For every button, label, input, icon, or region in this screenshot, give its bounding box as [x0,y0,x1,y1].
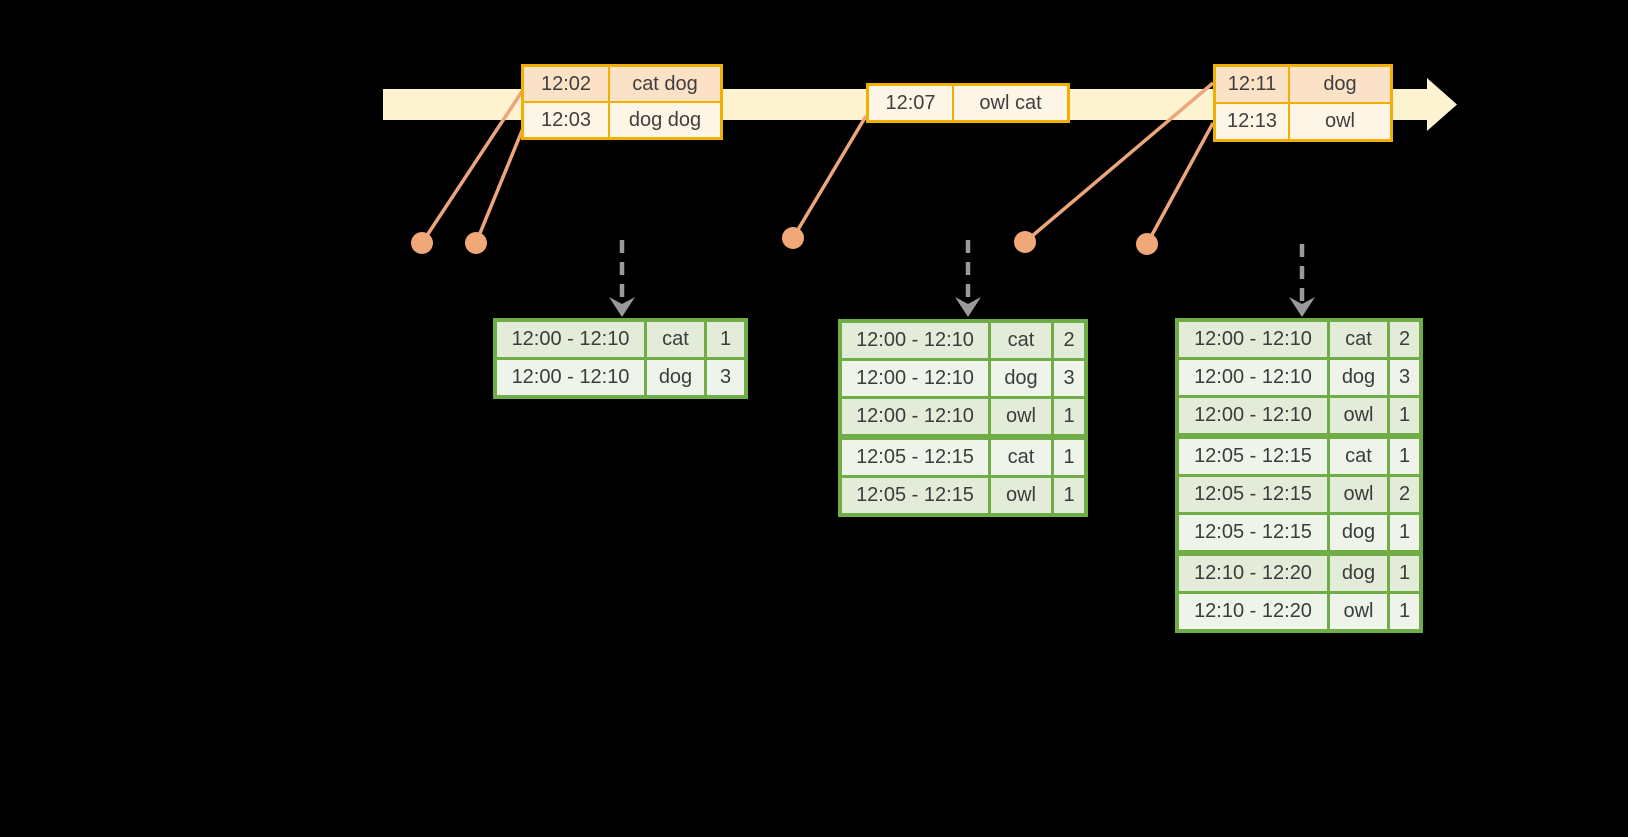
word-cell: owl [991,478,1051,513]
word-cell: owl [1330,594,1387,629]
result-table-3: 12:00 - 12:10 cat 2 12:00 - 12:10 dog 3 … [1175,318,1423,633]
word-cell: owl [1330,398,1387,433]
event-words-cell: owl cat [954,86,1067,120]
arrow-down-icon [1289,297,1315,317]
word-cell: cat [1330,439,1387,474]
event-connector-lines [420,81,1215,245]
event-dots [411,227,1158,255]
count-cell: 1 [1054,478,1084,513]
event-line [1023,81,1215,244]
event-line [791,115,868,239]
result-table-1: 12:00 - 12:10 cat 1 12:00 - 12:10 dog 3 [493,318,748,399]
event-line [1145,122,1215,245]
window-cell: 12:00 - 12:10 [1179,322,1327,357]
table-row: 12:05 - 12:15 owl 2 [1179,477,1419,512]
word-cell: dog [1330,556,1387,591]
count-cell: 1 [1054,440,1084,475]
window-cell: 12:05 - 12:15 [842,478,988,513]
count-cell: 1 [707,322,744,357]
word-cell: dog [647,360,704,395]
word-cell: dog [1330,360,1387,395]
word-cell: cat [1330,322,1387,357]
word-cell: cat [991,440,1051,475]
event-time-cell: 12:07 [869,86,952,120]
window-cell: 12:00 - 12:10 [497,322,644,357]
event-words-cell: dog dog [610,103,720,137]
result-table-2: 12:00 - 12:10 cat 2 12:00 - 12:10 dog 3 … [838,319,1088,517]
count-cell: 1 [1390,515,1419,550]
window-cell: 12:05 - 12:15 [1179,477,1327,512]
event-dot [411,232,433,254]
word-cell: cat [647,322,704,357]
count-cell: 2 [1390,322,1419,357]
event-words-cell: owl [1290,104,1390,139]
event-time-cell: 12:02 [524,67,608,101]
count-cell: 3 [707,360,744,395]
count-cell: 2 [1390,477,1419,512]
word-cell: dog [991,361,1051,396]
event-dot [465,232,487,254]
event-time-cell: 12:11 [1216,67,1288,102]
window-cell: 12:10 - 12:20 [1179,594,1327,629]
table-row: 12:10 - 12:20 dog 1 [1179,556,1419,591]
table-row: 12:05 - 12:15 dog 1 [1179,515,1419,550]
window-cell: 12:00 - 12:10 [1179,398,1327,433]
table-row: 12:05 - 12:15 owl 1 [842,478,1084,513]
table-row: 12:00 - 12:10 dog 3 [497,360,744,395]
table-row: 12:00 - 12:10 cat 2 [842,323,1084,358]
window-cell: 12:00 - 12:10 [842,399,988,434]
table-row: 12:05 - 12:15 cat 1 [842,440,1084,475]
event-table-1: 12:02 cat dog 12:03 dog dog [521,64,723,140]
arrow-down-icon [955,297,981,317]
flow-arrows [619,240,1305,301]
count-cell: 1 [1390,594,1419,629]
window-cell: 12:00 - 12:10 [1179,360,1327,395]
timeline-arrowhead-icon [1427,78,1457,131]
window-cell: 12:05 - 12:15 [1179,515,1327,550]
event-words-cell: dog [1290,67,1390,102]
table-row: 12:00 - 12:10 cat 1 [497,322,744,357]
word-cell: owl [991,399,1051,434]
table-row: 12:05 - 12:15 cat 1 [1179,439,1419,474]
event-line [420,89,525,244]
window-cell: 12:00 - 12:10 [842,361,988,396]
count-cell: 1 [1054,399,1084,434]
flow-arrowheads [609,297,1315,317]
count-cell: 2 [1054,323,1084,358]
window-cell: 12:05 - 12:15 [842,440,988,475]
event-dot [1014,231,1036,253]
word-cell: dog [1330,515,1387,550]
event-time-cell: 12:03 [524,103,608,137]
window-cell: 12:00 - 12:10 [842,323,988,358]
table-row: 12:10 - 12:20 owl 1 [1179,594,1419,629]
count-cell: 3 [1054,361,1084,396]
table-row: 12:00 - 12:10 owl 1 [1179,398,1419,433]
event-dot [1136,233,1158,255]
table-row: 12:00 - 12:10 owl 1 [842,399,1084,434]
arrow-down-icon [609,297,635,317]
event-words-cell: cat dog [610,67,720,101]
window-cell: 12:00 - 12:10 [497,360,644,395]
event-dot [782,227,804,249]
event-table-3: 12:11 dog 12:13 owl [1213,64,1393,142]
table-row: 12:00 - 12:10 dog 3 [1179,360,1419,395]
count-cell: 1 [1390,439,1419,474]
table-row: 12:00 - 12:10 dog 3 [842,361,1084,396]
word-cell: owl [1330,477,1387,512]
count-cell: 3 [1390,360,1419,395]
window-cell: 12:10 - 12:20 [1179,556,1327,591]
count-cell: 1 [1390,556,1419,591]
word-cell: cat [991,323,1051,358]
event-time-cell: 12:13 [1216,104,1288,139]
window-cell: 12:05 - 12:15 [1179,439,1327,474]
event-table-2: 12:07 owl cat [866,83,1070,123]
event-line [474,120,528,244]
table-row: 12:00 - 12:10 cat 2 [1179,322,1419,357]
count-cell: 1 [1390,398,1419,433]
